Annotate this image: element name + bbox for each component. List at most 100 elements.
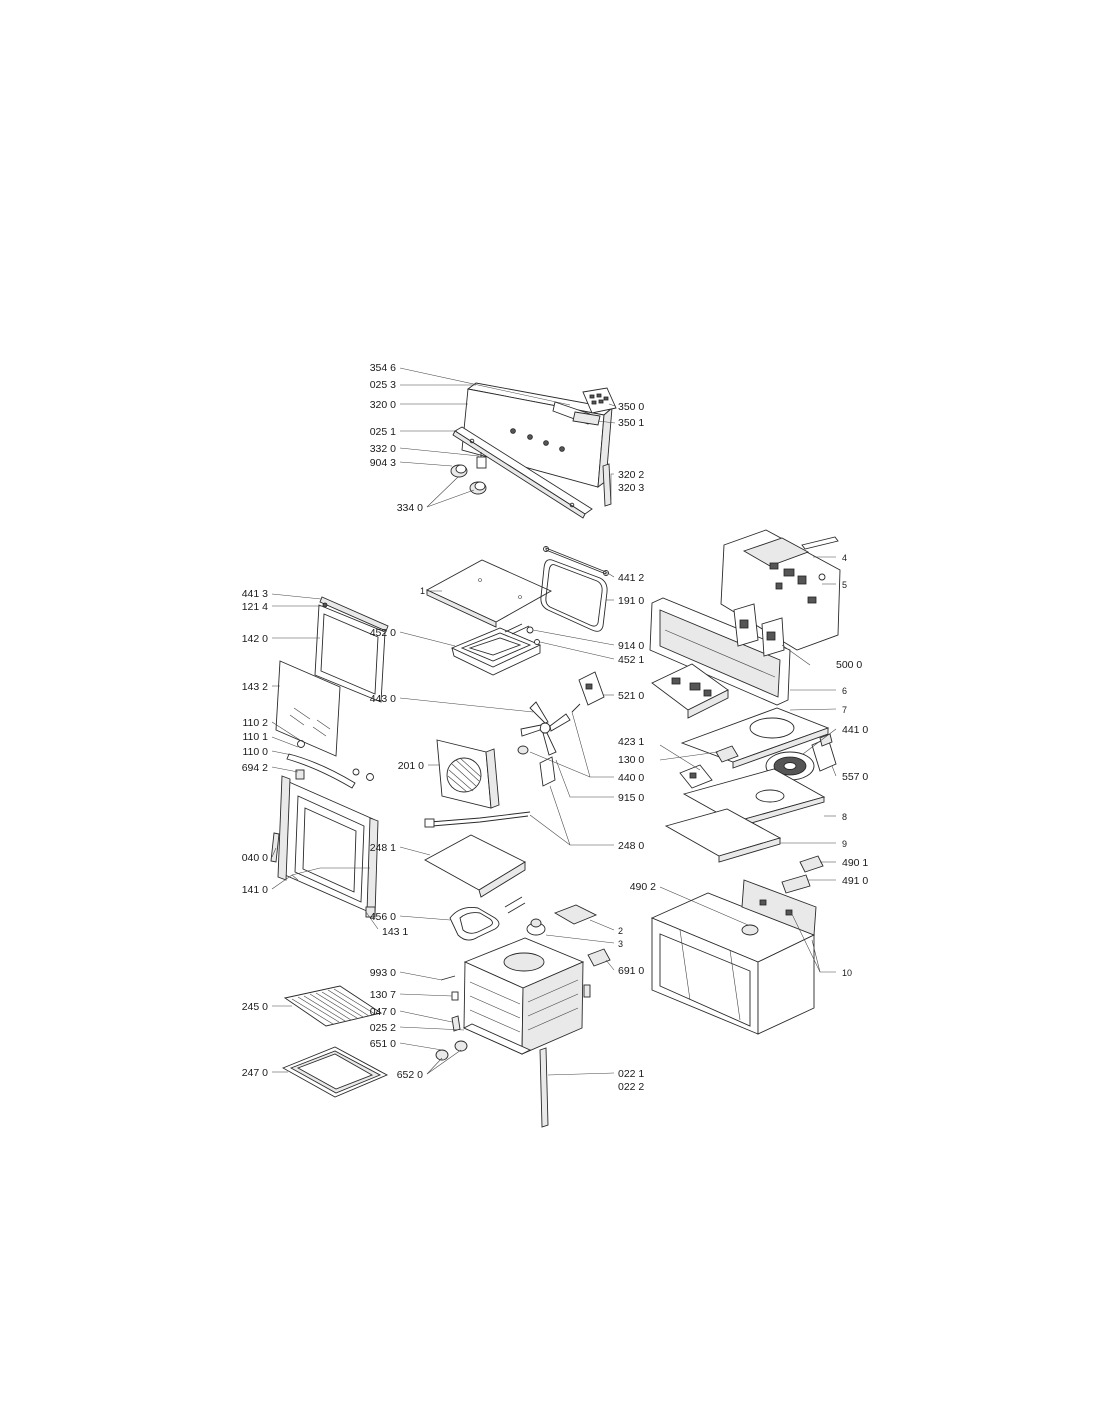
callout-4400: 440 0 bbox=[618, 772, 644, 784]
power-board bbox=[651, 663, 729, 719]
callout-9150: 915 0 bbox=[618, 792, 644, 804]
panel-side-trim bbox=[602, 463, 612, 507]
mains-terminal bbox=[781, 874, 811, 894]
callout-4902: 490 2 bbox=[630, 881, 656, 893]
cavity-top-plate bbox=[682, 768, 826, 829]
casing-group bbox=[649, 529, 841, 1035]
callout-8: 8 bbox=[842, 812, 847, 822]
callout-1: 1 bbox=[420, 586, 425, 596]
callout-0251: 025 1 bbox=[370, 426, 396, 438]
fan-blade bbox=[517, 701, 571, 756]
cavity-fixings bbox=[435, 948, 611, 1061]
callout-1910: 191 0 bbox=[618, 595, 644, 607]
door-switches bbox=[811, 733, 837, 772]
callout-1101: 110 1 bbox=[243, 731, 269, 743]
callout-9140: 914 0 bbox=[618, 640, 644, 652]
display-board bbox=[582, 387, 617, 414]
callout-2010: 201 0 bbox=[398, 760, 424, 772]
callout-9: 9 bbox=[842, 839, 847, 849]
callout-4430: 443 0 bbox=[370, 693, 396, 705]
callout-10: 10 bbox=[842, 968, 852, 978]
callout-4412: 441 2 bbox=[618, 572, 644, 584]
cavity-group bbox=[424, 546, 611, 1128]
lamp-cover bbox=[553, 904, 598, 925]
callout-3202: 320 2 bbox=[618, 469, 644, 481]
callout-6520: 652 0 bbox=[397, 1069, 423, 1081]
oven-door-seal bbox=[543, 546, 609, 576]
callout-1431: 143 1 bbox=[382, 926, 408, 938]
grill-element bbox=[450, 623, 542, 676]
top-insulation-plate bbox=[426, 559, 552, 628]
callout-3203: 320 3 bbox=[618, 482, 644, 494]
electronic-module bbox=[733, 603, 785, 657]
callout-7: 7 bbox=[842, 705, 847, 715]
callout-4231: 423 1 bbox=[618, 736, 644, 748]
rear-deflector bbox=[664, 808, 782, 863]
relay-components bbox=[679, 745, 739, 789]
callout-0400: 040 0 bbox=[242, 852, 268, 864]
callout-4560: 456 0 bbox=[370, 911, 396, 923]
callout-3500: 350 0 bbox=[618, 401, 644, 413]
callout-1100: 110 0 bbox=[243, 746, 269, 758]
thermostat-probe bbox=[424, 756, 556, 828]
callout-1432: 143 2 bbox=[242, 681, 268, 693]
callout-5000: 500 0 bbox=[836, 659, 862, 671]
callout-2450: 245 0 bbox=[242, 1001, 268, 1013]
door-hinge-clip bbox=[295, 769, 305, 780]
callout-0222: 022 2 bbox=[618, 1081, 644, 1093]
wire-rack bbox=[283, 985, 383, 1027]
callout-labels: 354 6 025 3 320 0 025 1 332 0 904 3 334 … bbox=[242, 362, 869, 1093]
rotary-switch bbox=[476, 452, 487, 469]
callout-4413: 441 3 bbox=[242, 588, 268, 600]
baking-tray bbox=[281, 1046, 389, 1098]
cavity-gasket bbox=[540, 559, 608, 632]
control-panel-frame-bracket bbox=[452, 426, 593, 519]
door-outer-glass bbox=[314, 602, 386, 703]
door-handle bbox=[286, 740, 374, 789]
callout-4410: 441 0 bbox=[842, 724, 868, 736]
grommet bbox=[526, 626, 534, 634]
callout-1420: 142 0 bbox=[242, 633, 268, 645]
door-top-trim bbox=[319, 596, 389, 632]
callout-2: 2 bbox=[618, 926, 623, 936]
callout-1102: 110 2 bbox=[243, 717, 269, 729]
callout-9930: 993 0 bbox=[370, 967, 396, 979]
leader-lines bbox=[271, 367, 837, 1076]
callout-6510: 651 0 bbox=[370, 1038, 396, 1050]
callout-3320: 332 0 bbox=[370, 443, 396, 455]
callout-3501: 350 1 bbox=[618, 417, 644, 429]
control-panel-group bbox=[450, 382, 617, 519]
callout-6: 6 bbox=[842, 686, 847, 696]
door-inner-glass bbox=[275, 660, 341, 757]
callout-2481: 248 1 bbox=[370, 842, 396, 854]
cooling-fan-top-plate bbox=[680, 707, 830, 769]
callout-5: 5 bbox=[842, 580, 847, 590]
display-window bbox=[552, 401, 601, 426]
callout-9043: 904 3 bbox=[370, 457, 396, 469]
callout-0221: 022 1 bbox=[618, 1068, 644, 1080]
side-runner bbox=[539, 1047, 549, 1128]
lower-heating-element bbox=[449, 896, 526, 941]
fan-back-panel bbox=[436, 739, 500, 809]
door-group bbox=[270, 596, 389, 1098]
door-inner-frame bbox=[270, 775, 379, 918]
callout-4520: 452 0 bbox=[370, 627, 396, 639]
callout-4: 4 bbox=[842, 553, 847, 563]
callout-4901: 490 1 bbox=[842, 857, 868, 869]
callout-3: 3 bbox=[618, 939, 623, 949]
outer-casing bbox=[650, 879, 817, 1035]
fan-motor bbox=[571, 671, 605, 713]
callout-5570: 557 0 bbox=[842, 771, 868, 783]
oven-cavity bbox=[462, 937, 591, 1055]
bottom-insulation bbox=[424, 834, 526, 898]
callout-2470: 247 0 bbox=[242, 1067, 268, 1079]
callout-3200: 320 0 bbox=[370, 399, 396, 411]
callout-4521: 452 1 bbox=[618, 654, 644, 666]
callout-6910: 691 0 bbox=[618, 965, 644, 977]
callout-4910: 491 0 bbox=[842, 875, 868, 887]
callout-3546: 354 6 bbox=[370, 362, 396, 374]
oven-lamp bbox=[526, 918, 546, 936]
callout-5210: 521 0 bbox=[618, 690, 644, 702]
callout-2480: 248 0 bbox=[618, 840, 644, 852]
